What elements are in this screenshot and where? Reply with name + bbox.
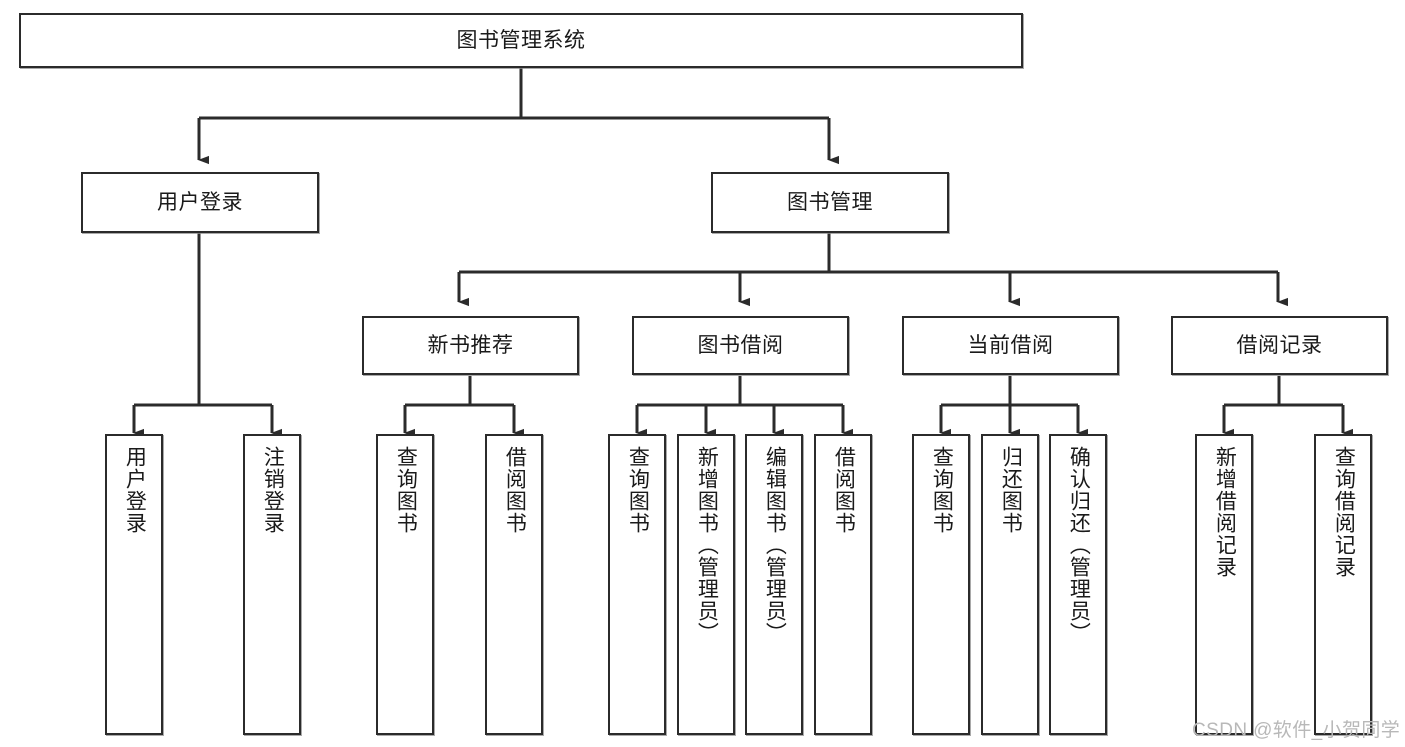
node-leaf-query-book-2[interactable]: 查询图书 [608,434,666,735]
node-leaf-query-book-1[interactable]: 查询图书 [376,434,434,735]
node-label: 用户登录 [157,190,243,214]
node-leaf-return-book[interactable]: 归还图书 [981,434,1039,735]
node-leaf-borrow-book-1[interactable]: 借阅图书 [485,434,543,735]
node-label: 查询图书 [394,446,418,534]
node-label: 借阅图书 [832,446,856,534]
node-root-system[interactable]: 图书管理系统 [19,13,1023,68]
node-label: 图书管理系统 [456,28,586,52]
node-borrow-record[interactable]: 借阅记录 [1171,316,1388,375]
node-label: 用户登录 [123,446,147,534]
node-label: 新书推荐 [427,333,514,357]
node-label: 图书借阅 [697,333,784,357]
node-label: 编辑图书（管理员） [763,446,787,644]
node-leaf-add-record[interactable]: 新增借阅记录 [1195,434,1253,735]
node-current-borrow[interactable]: 当前借阅 [902,316,1119,375]
watermark-text: CSDN @软件_小贺同学 [1192,720,1401,741]
node-leaf-add-book[interactable]: 新增图书（管理员） [677,434,735,735]
node-new-book-recommend[interactable]: 新书推荐 [362,316,579,375]
node-leaf-confirm-return[interactable]: 确认归还（管理员） [1049,434,1107,735]
node-label: 当前借阅 [967,333,1054,357]
node-label: 新增图书（管理员） [695,446,719,644]
node-label: 确认归还（管理员） [1067,446,1091,644]
node-book-manage[interactable]: 图书管理 [711,172,949,233]
node-leaf-borrow-book-2[interactable]: 借阅图书 [814,434,872,735]
node-user-login[interactable]: 用户登录 [81,172,319,233]
node-label: 注销登录 [261,446,285,534]
node-leaf-logout-login[interactable]: 注销登录 [243,434,301,735]
node-leaf-user-login[interactable]: 用户登录 [105,434,163,735]
node-leaf-edit-book[interactable]: 编辑图书（管理员） [745,434,803,735]
node-label: 归还图书 [999,446,1023,534]
node-label: 查询图书 [930,446,954,534]
node-label: 新增借阅记录 [1213,446,1237,578]
node-label: 借阅图书 [503,446,527,534]
node-leaf-query-book-3[interactable]: 查询图书 [912,434,970,735]
node-leaf-query-record[interactable]: 查询借阅记录 [1314,434,1372,735]
node-label: 查询借阅记录 [1332,446,1356,578]
node-label: 借阅记录 [1236,333,1323,357]
node-label: 图书管理 [787,190,873,214]
node-label: 查询图书 [626,446,650,534]
node-book-borrow[interactable]: 图书借阅 [632,316,849,375]
